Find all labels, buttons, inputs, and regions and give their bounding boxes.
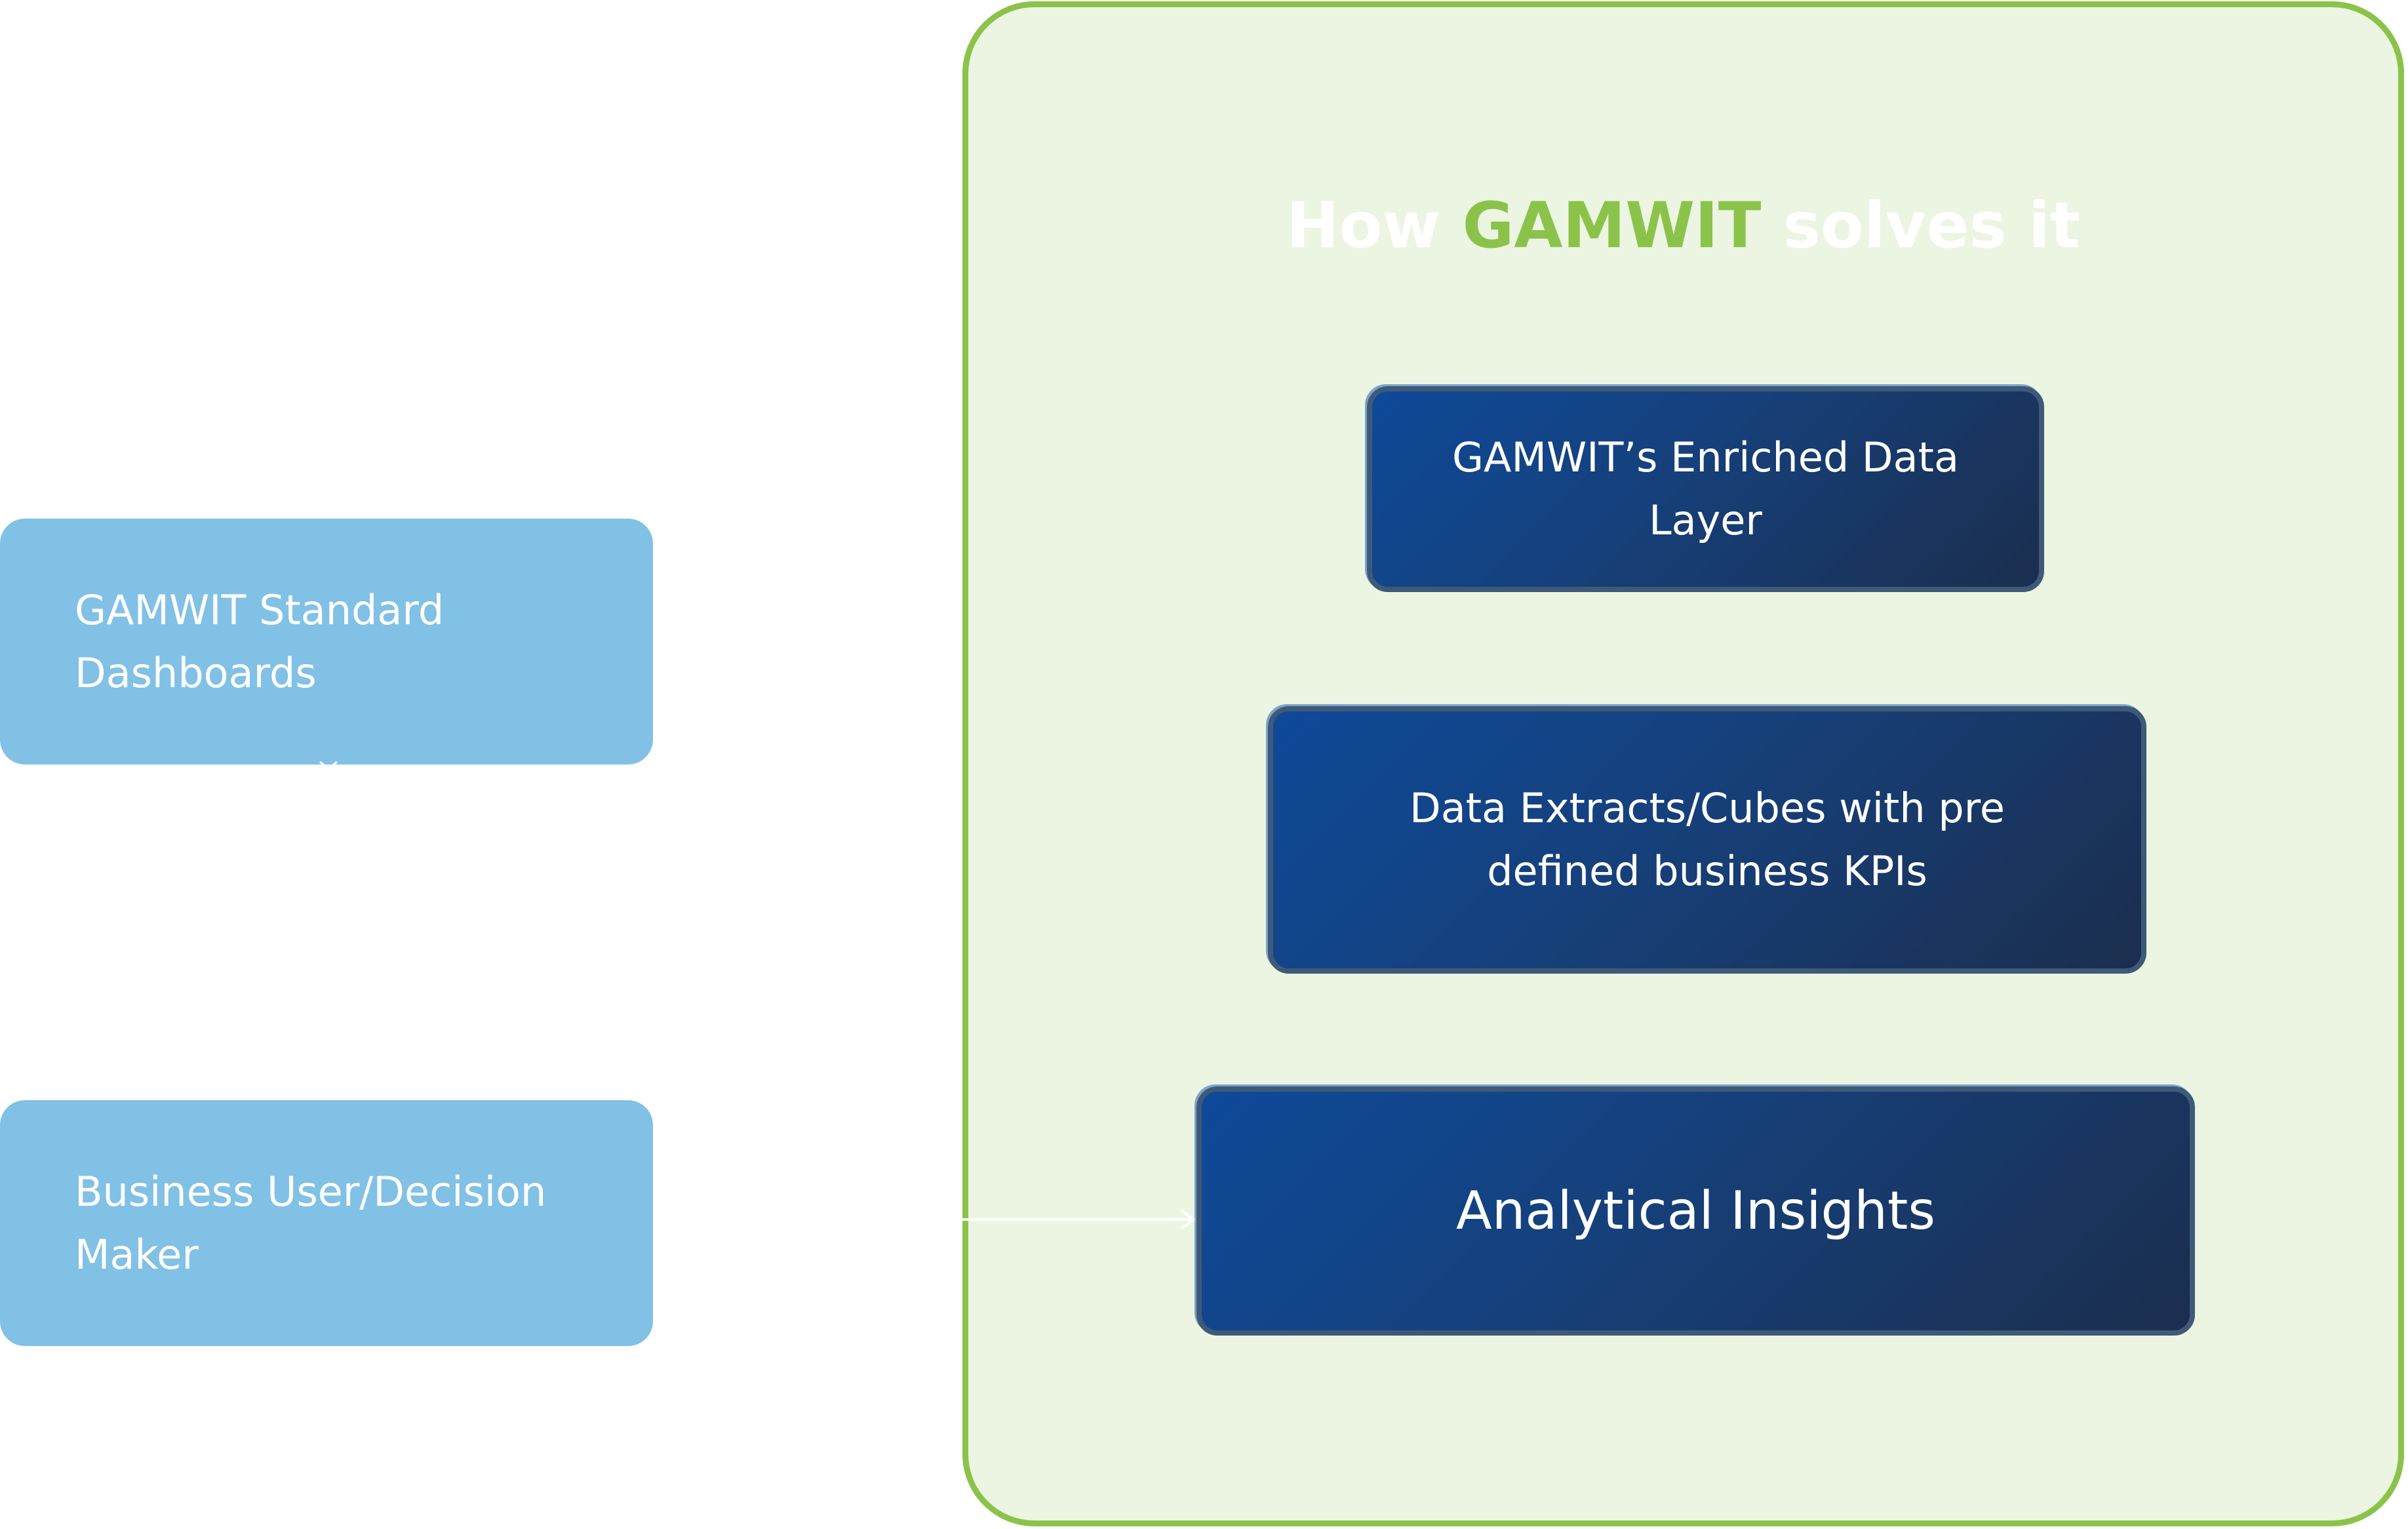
business-user-label-line2: Maker <box>75 1230 199 1279</box>
standard-dashboards-label-line2: Dashboards <box>75 648 317 697</box>
business-user-label-line1: Business User/Decision <box>75 1167 547 1216</box>
standard-dashboards-label-line1: GAMWIT Standard <box>75 586 444 634</box>
enriched-data-layer-line1: GAMWIT’s Enriched Data <box>1452 433 1959 481</box>
data-extracts-line1: Data Extracts/Cubes with pre <box>1410 784 2005 832</box>
data-extracts-box: Data Extracts/Cubes with pre defined bus… <box>1268 706 2146 974</box>
enriched-data-layer-box: GAMWIT’s Enriched Data Layer <box>1367 386 2044 592</box>
panel-title-suffix: solves it <box>1783 189 2080 262</box>
standard-dashboards-box: GAMWIT Standard Dashboards <box>0 519 653 764</box>
panel-title: How GAMWIT solves it <box>968 183 2398 268</box>
data-extracts-line2: defined business KPIs <box>1487 847 1927 895</box>
analytical-insights-label: Analytical Insights <box>1455 1180 1935 1241</box>
panel-title-brand: GAMWIT <box>1462 189 1762 262</box>
enriched-data-layer-line2: Layer <box>1649 496 1762 544</box>
analytical-insights-box: Analytical Insights <box>1196 1086 2195 1336</box>
business-user-box: Business User/Decision Maker <box>0 1100 653 1346</box>
connector-notch <box>319 761 338 770</box>
flow-arrow-icon <box>958 1209 1196 1230</box>
panel-title-prefix: How <box>1286 189 1441 262</box>
